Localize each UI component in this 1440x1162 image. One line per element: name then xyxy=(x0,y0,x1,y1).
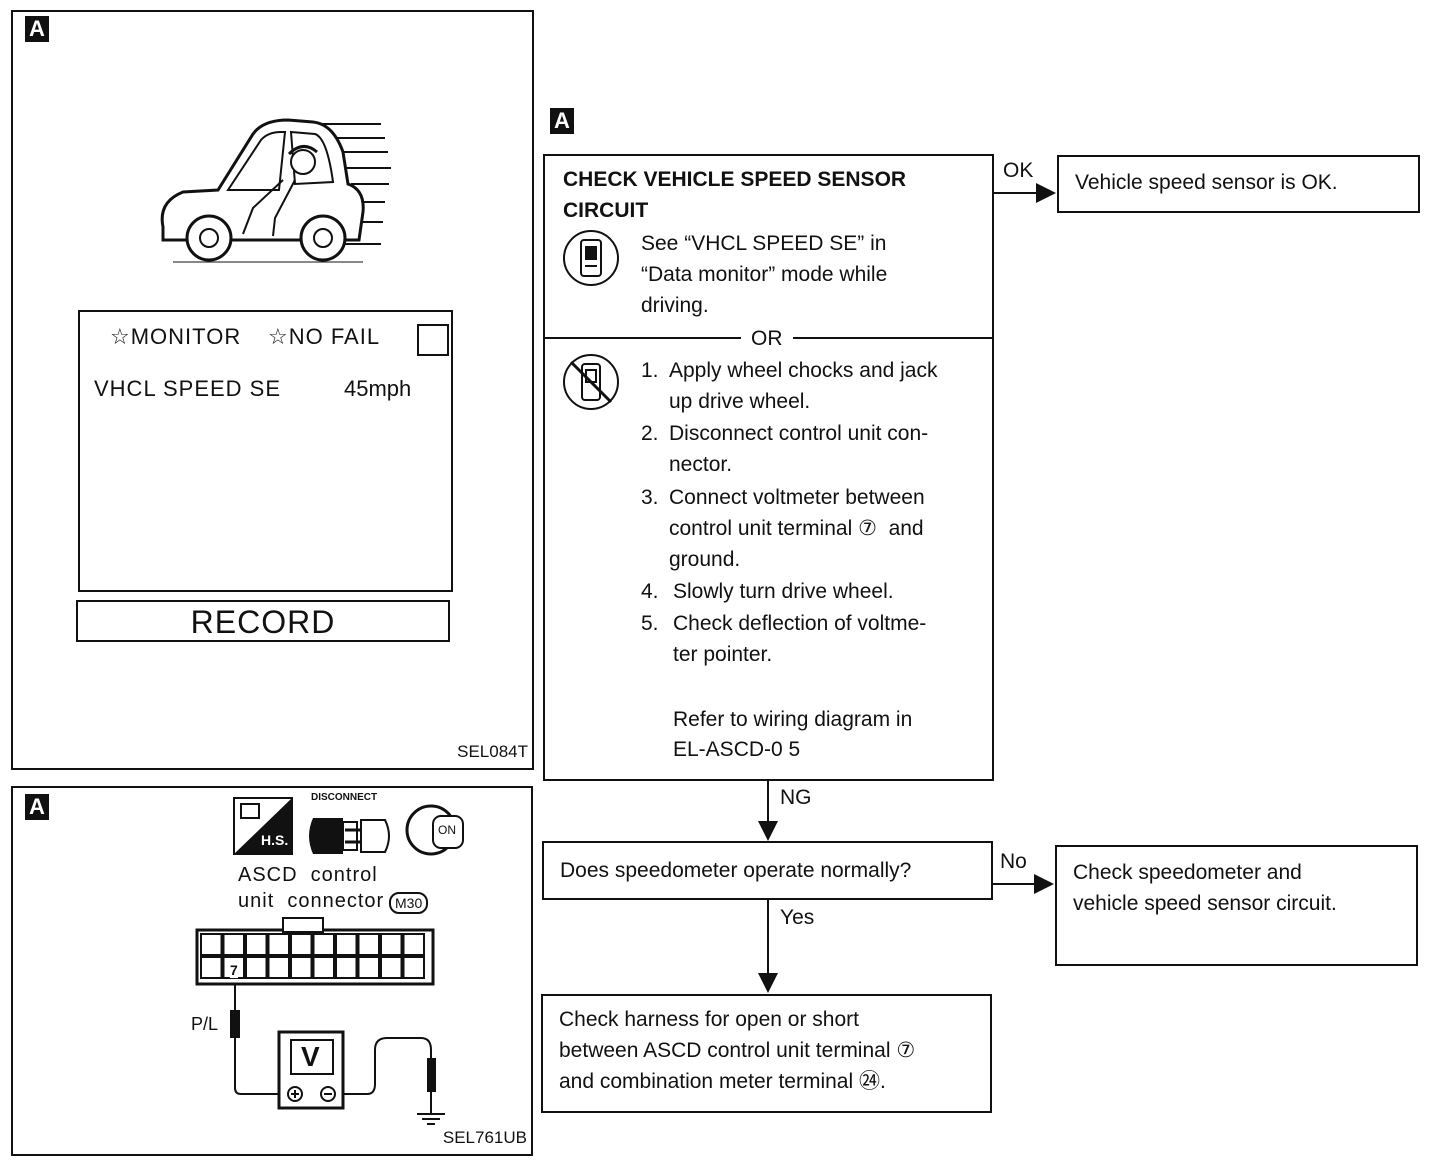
check-title-line2: CIRCUIT xyxy=(563,199,649,222)
figure-code: SEL084T xyxy=(457,742,528,761)
step-1-line1: Apply wheel chocks and jack xyxy=(669,359,938,382)
yes-label: Yes xyxy=(780,906,815,929)
connector-cell xyxy=(380,956,403,979)
monitor-screen: ☆MONITOR ☆NO FAIL VHCL SPEED SE 45mph xyxy=(78,310,453,592)
step-1-line2: up drive wheel. xyxy=(669,390,811,413)
connector-cell xyxy=(222,933,245,956)
connector-cell xyxy=(245,956,268,979)
check-title-line1: CHECK VEHICLE SPEED SENSOR xyxy=(563,168,907,191)
monitor-header: ☆MONITOR xyxy=(110,324,242,349)
no-label: No xyxy=(1000,850,1027,873)
section-tag: A xyxy=(25,16,49,42)
no-fail-header: ☆NO FAIL xyxy=(268,324,381,349)
ng-label: NG xyxy=(780,786,812,809)
step-5-num: 5. xyxy=(641,612,659,635)
step-3-line2: control unit terminal ⑦ and xyxy=(669,517,924,540)
refer-line1: Refer to wiring diagram in xyxy=(673,708,913,731)
no-result-line2: vehicle speed sensor circuit. xyxy=(1073,892,1337,915)
connector-cell xyxy=(200,956,223,979)
connector-cell xyxy=(402,956,425,979)
connector-cell xyxy=(267,933,290,956)
connector-cell xyxy=(290,956,313,979)
section-tag: A xyxy=(25,794,49,820)
voltmeter-label: V xyxy=(301,1041,320,1072)
connector-cell xyxy=(357,956,380,979)
ok-result-text: Vehicle speed sensor is OK. xyxy=(1075,171,1338,194)
connector-label-line1: ASCD control xyxy=(238,864,378,886)
step-5-line1: Check deflection of voltme- xyxy=(673,612,927,635)
disconnect-icon-label: DISCONNECT xyxy=(311,792,378,803)
record-button[interactable]: RECORD xyxy=(76,600,450,642)
driving-car-illustration xyxy=(160,118,391,263)
checkbox[interactable] xyxy=(417,324,449,356)
connector-cell xyxy=(335,933,358,956)
refer-line2: EL-ASCD-0 5 xyxy=(673,738,801,761)
connector-diagram xyxy=(195,797,464,1125)
consult-line1: See “VHCL SPEED SE” in xyxy=(641,232,887,255)
final-line1: Check harness for open or short xyxy=(559,1008,859,1031)
connector-cell xyxy=(312,956,335,979)
connector-cell xyxy=(312,933,335,956)
consult-line3: driving. xyxy=(641,294,709,317)
step-1-num: 1. xyxy=(641,359,659,382)
consult-panel: A ☆MONITOR ☆NO FAIL xyxy=(11,10,534,770)
harness-check-box: Check harness for open or short between … xyxy=(541,994,992,1113)
question-text: Does speedometer operate normally? xyxy=(560,859,912,882)
hs-icon-label: H.S. xyxy=(261,832,289,848)
final-line2: between ASCD control unit terminal ⑦ xyxy=(559,1039,916,1062)
no-consult-icon xyxy=(563,354,619,410)
step-3-line3: ground. xyxy=(669,548,741,571)
speedometer-question-box: Does speedometer operate normally? xyxy=(542,841,993,900)
step-3-num: 3. xyxy=(641,486,659,509)
connector-cell xyxy=(290,933,313,956)
ignition-on-icon-label: ON xyxy=(438,823,456,837)
wire-color-label: P/L xyxy=(191,1014,219,1034)
connector-cells xyxy=(200,933,425,979)
connector-cell xyxy=(335,956,358,979)
or-label: OR xyxy=(741,323,793,354)
monitor-item-value: 45mph xyxy=(344,376,412,401)
step-2-num: 2. xyxy=(641,422,659,445)
step-4-line1: Slowly turn drive wheel. xyxy=(673,580,894,603)
connector-cell xyxy=(402,933,425,956)
connector-id-badge: M30 xyxy=(389,892,429,914)
ok-label: OK xyxy=(1003,159,1034,182)
no-result-line1: Check speedometer and xyxy=(1073,861,1302,884)
consult-icon xyxy=(563,230,619,286)
connector-panel: A H.S xyxy=(11,786,533,1156)
no-result-box: Check speedometer and vehicle speed sens… xyxy=(1055,845,1418,966)
figure-code: SEL761UB xyxy=(442,1128,527,1147)
consult-line2: “Data monitor” mode while xyxy=(641,263,888,286)
step-5-line2: ter pointer. xyxy=(673,643,773,666)
connector-cell xyxy=(380,933,403,956)
terminal-number: 7 xyxy=(230,962,238,978)
connector-label-line2: unit connector xyxy=(238,890,385,912)
step-3-line1: Connect voltmeter between xyxy=(669,486,925,509)
monitor-item-label: VHCL SPEED SE xyxy=(94,376,282,401)
connector-cell xyxy=(200,933,223,956)
step-2-line1: Disconnect control unit con- xyxy=(669,422,929,445)
section-tag: A xyxy=(550,108,574,134)
connector-cell xyxy=(267,956,290,979)
final-line3: and combination meter terminal ㉔. xyxy=(559,1070,886,1093)
check-sensor-box: CHECK VEHICLE SPEED SENSOR CIRCUIT See “… xyxy=(543,154,994,781)
connector-cell xyxy=(357,933,380,956)
step-4-num: 4. xyxy=(641,580,659,603)
connector-cell xyxy=(245,933,268,956)
ok-result-box: Vehicle speed sensor is OK. xyxy=(1057,155,1420,213)
record-button-label: RECORD xyxy=(190,604,336,640)
step-2-line2: nector. xyxy=(669,453,733,476)
